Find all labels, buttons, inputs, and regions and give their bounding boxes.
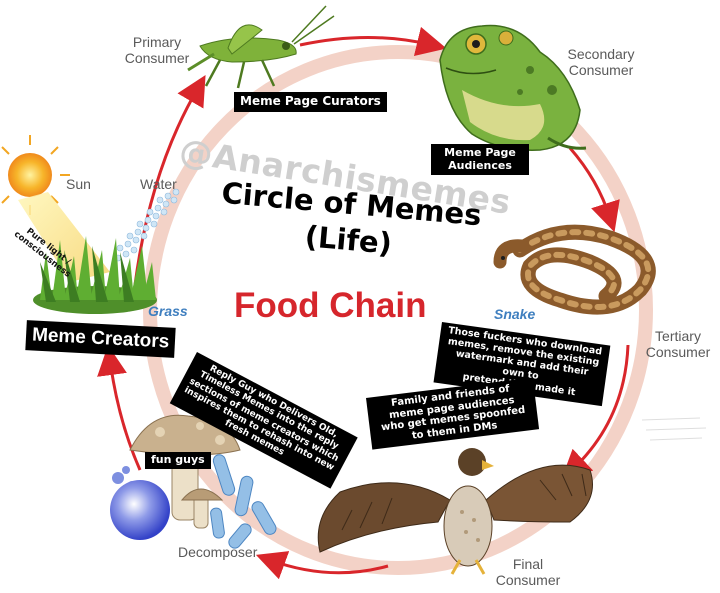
food-chain-title: Food Chain xyxy=(234,286,427,325)
label-sun: Sun xyxy=(66,176,91,192)
grasshopper-icon xyxy=(187,5,335,89)
cycle-ring xyxy=(143,45,653,575)
snake-icon xyxy=(493,224,656,315)
arrow-primary-to-secondary xyxy=(299,26,447,57)
arrow-snake-to-final xyxy=(561,344,630,481)
arrow-grass-to-primary xyxy=(133,75,206,286)
caption-fun-guys: fun guys xyxy=(145,452,211,469)
arrow-secondary-to-snake xyxy=(568,147,620,233)
arrow-final-to-decomposer xyxy=(255,551,389,580)
spores-icon xyxy=(110,466,170,540)
label-water: Water xyxy=(140,176,177,192)
frog-icon xyxy=(439,24,587,151)
label-primary-consumer: Primary Consumer xyxy=(124,34,190,66)
grass-icon xyxy=(33,236,157,314)
hawk-icon xyxy=(317,448,593,575)
caption-meme-page-curators: Meme Page Curators xyxy=(234,92,387,112)
label-decomposer: Decomposer xyxy=(178,544,258,560)
label-tertiary-consumer: Tertiary Consumer xyxy=(645,328,711,360)
caption-meme-page-audiences: Meme Page Audiences xyxy=(431,144,529,176)
sun-icon xyxy=(1,135,70,215)
label-grass: Grass xyxy=(148,303,188,319)
arrow-decomposer-to-grass xyxy=(97,345,142,471)
bacteria-icon xyxy=(210,454,277,549)
label-final-consumer: Final Consumer xyxy=(495,556,561,588)
label-snake: Snake xyxy=(494,306,536,322)
label-secondary-consumer: Secondary Consumer xyxy=(567,46,635,78)
faint-notes xyxy=(641,417,707,441)
